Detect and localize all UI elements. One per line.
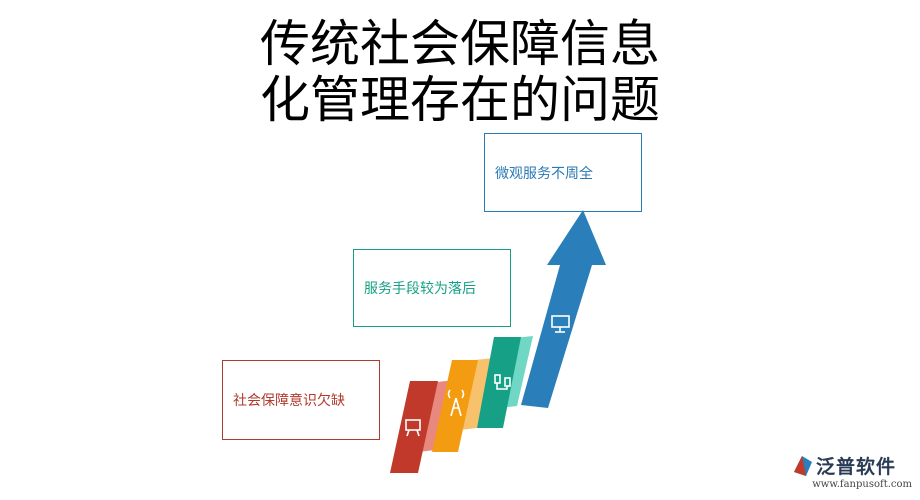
presentation-icon [405, 419, 421, 437]
step-label-2: 服务手段较为落后 [364, 281, 476, 297]
logo-mark-icon [794, 456, 812, 476]
title-line-1: 传统社会保障信息 [260, 15, 660, 73]
title-line-2: 化管理存在的问题 [260, 71, 660, 129]
brand-logo: 泛普软件 www.fanpusoft.com [792, 452, 912, 492]
step-box-2: 服务手段较为落后 [353, 249, 511, 327]
monitor-icon [551, 315, 570, 333]
segment-blue-arrow [521, 210, 606, 408]
fold-orange-green [460, 358, 493, 430]
step-box-3: 微观服务不周全 [484, 133, 642, 212]
logo-url: www.fanpusoft.com [812, 479, 912, 490]
tower-icon [447, 389, 465, 417]
plug-icon [494, 374, 511, 390]
logo-name: 泛普软件 [816, 456, 897, 478]
step-box-1: 社会保障意识欠缺 [222, 360, 380, 440]
growth-arrow [390, 210, 606, 473]
segment-orange [432, 360, 478, 452]
page-title: 传统社会保障信息 化管理存在的问题 [0, 16, 920, 128]
segment-red [390, 381, 438, 473]
step-label-1: 社会保障意识欠缺 [233, 393, 345, 409]
step-label-3: 微观服务不周全 [495, 165, 593, 182]
